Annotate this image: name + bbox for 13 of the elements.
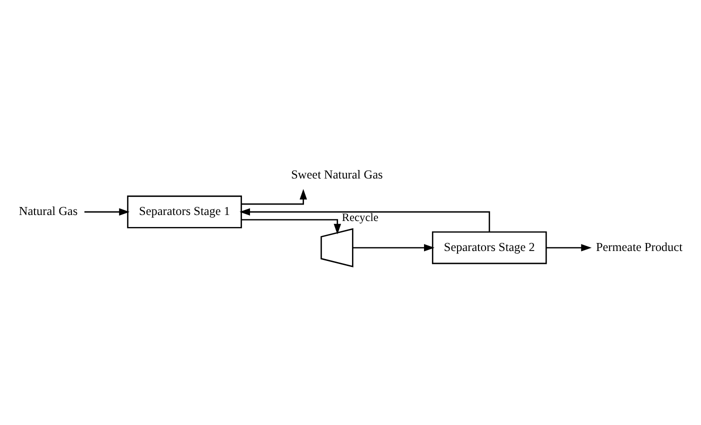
node-box: Separators Stage 2 (432, 230, 547, 264)
node-text: Permeate Product (596, 239, 682, 254)
edge-label: Recycle (342, 211, 378, 224)
node-box: Separators Stage 1 (127, 195, 242, 228)
arrow (352, 244, 435, 251)
node-text: Natural Gas (18, 204, 78, 218)
arrow (242, 188, 307, 204)
arrow (84, 208, 130, 216)
node-text: Sweet Natural Gas (291, 166, 383, 181)
arrow (546, 244, 592, 251)
arrow (241, 218, 342, 234)
arrow (240, 208, 490, 232)
node-trapezoid (320, 228, 354, 267)
